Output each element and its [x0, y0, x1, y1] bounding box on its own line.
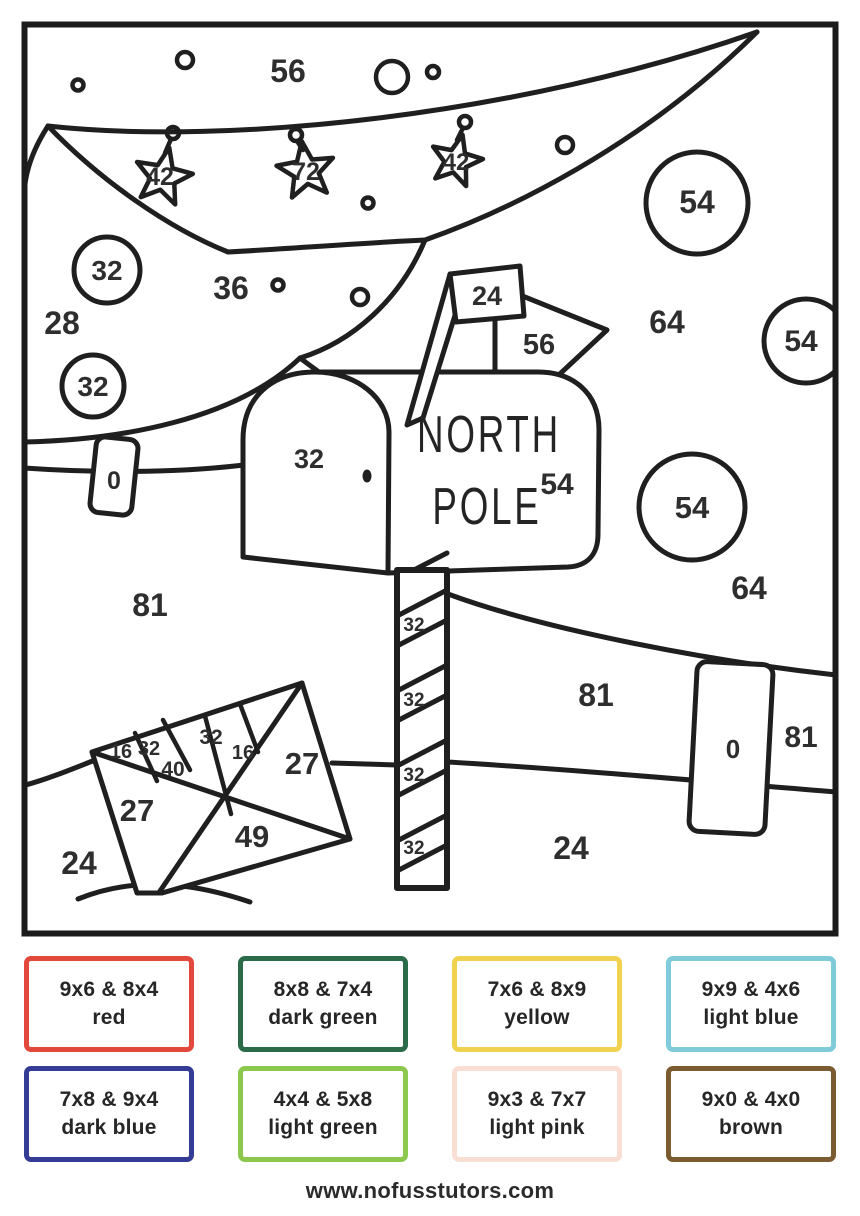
legend-problems: 7x6 & 8x9 [487, 978, 587, 1001]
legend-problems: 4x4 & 5x8 [273, 1088, 373, 1111]
hanger-ring-icon [456, 113, 474, 131]
svg-text:64: 64 [731, 570, 767, 606]
svg-text:0: 0 [726, 734, 740, 764]
svg-text:42: 42 [443, 149, 470, 176]
svg-text:POLE: POLE [432, 477, 541, 536]
star-ornament-icon [274, 139, 336, 200]
mailbox [240, 369, 602, 576]
svg-text:32: 32 [403, 765, 424, 786]
envelope [89, 680, 353, 896]
svg-text:81: 81 [784, 721, 817, 754]
garland-stars [134, 113, 486, 207]
svg-text:27: 27 [285, 746, 319, 781]
svg-text:81: 81 [578, 677, 614, 713]
svg-text:40: 40 [161, 758, 184, 781]
svg-text:32: 32 [77, 371, 108, 402]
coloring-picture: 56 42 72 42 54 32 36 28 24 56 64 54 32 0… [21, 21, 839, 937]
snow-dots [70, 49, 576, 308]
number-labels: 56 42 72 42 54 32 36 28 24 56 64 54 32 0… [44, 53, 818, 881]
legend-color-name: brown [719, 1116, 783, 1139]
svg-text:32: 32 [403, 615, 424, 636]
color-key-legend: 9x6 & 8x4 red 8x8 & 7x4 dark green 7x6 &… [24, 956, 836, 1162]
candy-cane-post [394, 550, 450, 891]
legend-problems: 9x3 & 7x7 [487, 1088, 587, 1111]
svg-text:42: 42 [146, 163, 174, 191]
svg-text:54: 54 [679, 184, 715, 220]
svg-text:32: 32 [294, 444, 324, 474]
svg-text:24: 24 [61, 845, 97, 881]
legend-color-name: dark blue [61, 1116, 157, 1139]
legend-color-name: light green [268, 1116, 378, 1139]
svg-text:64: 64 [649, 304, 685, 340]
mailbox-flag [404, 263, 527, 428]
legend-problems: 9x9 & 4x6 [701, 978, 801, 1001]
legend-problems: 8x8 & 7x4 [273, 978, 373, 1001]
svg-text:54: 54 [784, 325, 818, 358]
mailbox-knob-icon [362, 469, 372, 483]
legend-item-light-blue: 9x9 & 4x6 light blue [666, 956, 836, 1052]
star-ornament-icon [430, 132, 486, 189]
star-ornament-icon [134, 145, 196, 207]
svg-text:32: 32 [403, 690, 424, 711]
mailbox-text: NORTH POLE [417, 405, 561, 536]
legend-item-dark-blue: 7x8 & 9x4 dark blue [24, 1066, 194, 1162]
svg-text:36: 36 [213, 270, 249, 306]
legend-color-name: light pink [489, 1116, 585, 1139]
svg-text:54: 54 [675, 490, 710, 525]
legend-item-red: 9x6 & 8x4 red [24, 956, 194, 1052]
svg-text:32: 32 [91, 255, 122, 286]
svg-text:NORTH: NORTH [417, 405, 561, 464]
svg-text:56: 56 [270, 53, 306, 89]
svg-text:24: 24 [553, 830, 589, 866]
svg-text:54: 54 [540, 468, 574, 501]
fence [24, 591, 836, 795]
coloring-scene-svg: 56 42 72 42 54 32 36 28 24 56 64 54 32 0… [21, 21, 839, 937]
svg-text:28: 28 [44, 305, 80, 341]
legend-color-name: red [92, 1006, 126, 1029]
legend-item-light-green: 4x4 & 5x8 light green [238, 1066, 408, 1162]
svg-text:16: 16 [232, 742, 254, 764]
legend-problems: 9x6 & 8x4 [59, 978, 159, 1001]
svg-text:72: 72 [292, 158, 320, 186]
legend-item-yellow: 7x6 & 8x9 yellow [452, 956, 622, 1052]
legend-item-dark-green: 8x8 & 7x4 dark green [238, 956, 408, 1052]
scene-border [21, 21, 839, 937]
legend-item-brown: 9x0 & 4x0 brown [666, 1066, 836, 1162]
svg-text:16: 16 [110, 741, 132, 763]
legend-problems: 9x0 & 4x0 [701, 1088, 801, 1111]
svg-text:27: 27 [120, 793, 154, 828]
legend-color-name: dark green [268, 1006, 378, 1029]
svg-text:56: 56 [523, 329, 555, 361]
svg-text:24: 24 [472, 281, 502, 311]
svg-text:32: 32 [199, 726, 222, 749]
legend-color-name: light blue [703, 1006, 799, 1029]
svg-text:32: 32 [138, 738, 160, 760]
legend-item-light-pink: 9x3 & 7x7 light pink [452, 1066, 622, 1162]
svg-text:0: 0 [107, 467, 121, 495]
legend-color-name: yellow [504, 1006, 570, 1029]
svg-text:49: 49 [235, 819, 269, 854]
website-url: www.nofusstutors.com [305, 1178, 555, 1203]
ornament-circles [59, 149, 836, 563]
fence-post [686, 659, 776, 837]
svg-text:81: 81 [132, 587, 168, 623]
christmas-tree [24, 29, 760, 474]
legend-problems: 7x8 & 9x4 [59, 1088, 159, 1111]
hanging-tag [87, 434, 141, 518]
svg-text:32: 32 [403, 838, 424, 859]
